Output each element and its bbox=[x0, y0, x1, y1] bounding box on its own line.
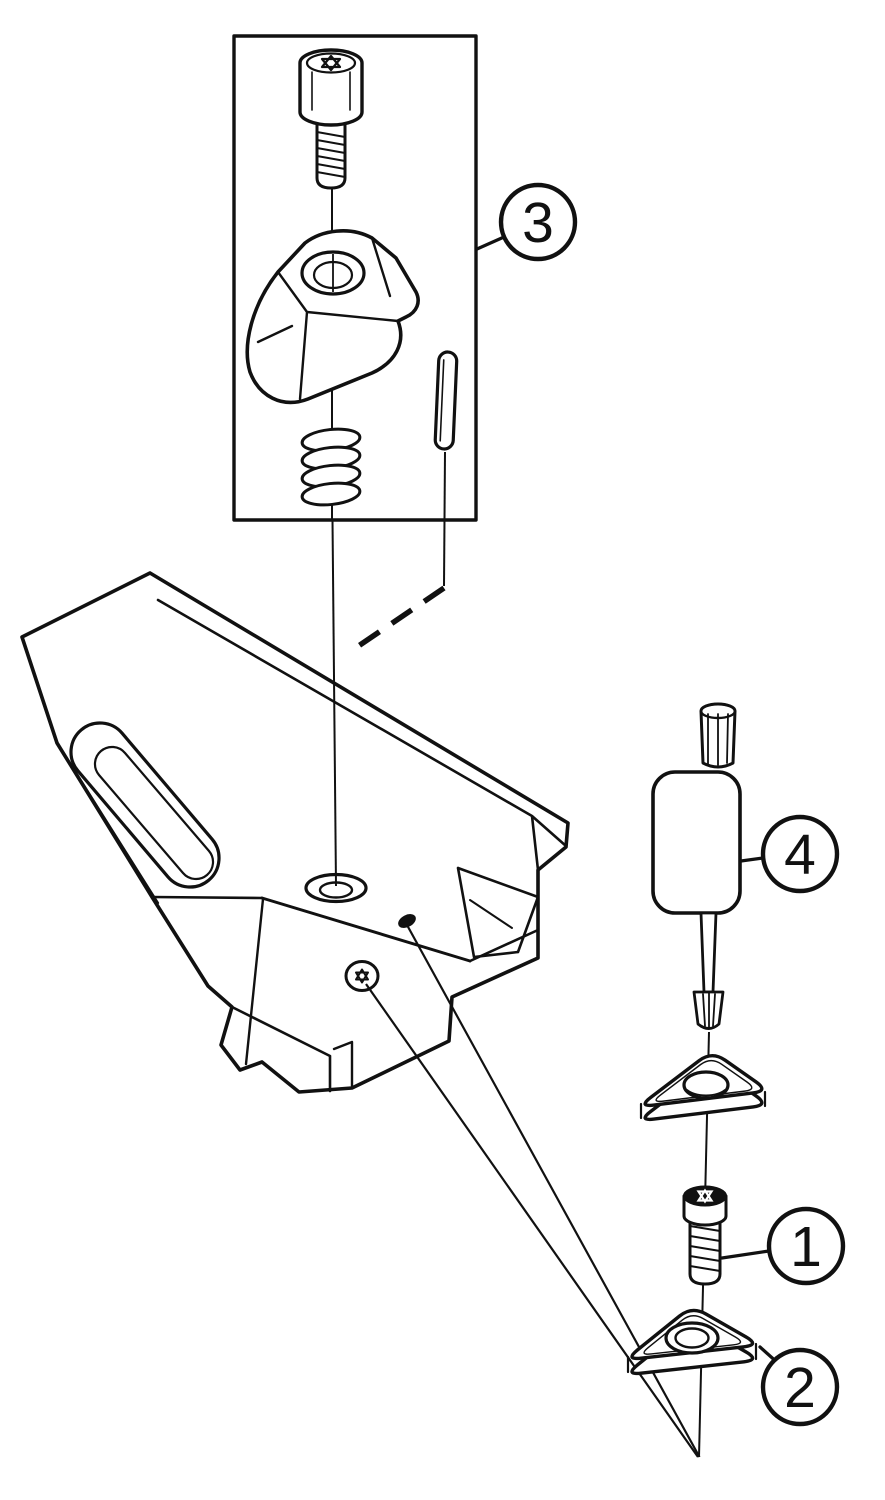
key-handle bbox=[651, 770, 742, 915]
torx-tip-lower bbox=[692, 990, 725, 1030]
insert-hole bbox=[682, 1070, 730, 1100]
callout-3: 3 bbox=[475, 182, 578, 262]
callout-2: 2 bbox=[758, 1345, 840, 1427]
torx-socket-icon bbox=[696, 1188, 714, 1204]
callout-2-label: 2 bbox=[784, 1356, 816, 1420]
callout-1: 1 bbox=[720, 1206, 846, 1286]
clamp-pin bbox=[433, 350, 459, 451]
clamp-spring bbox=[300, 427, 362, 507]
insert-screw bbox=[682, 1185, 728, 1286]
clamp-stack-centerline-lower bbox=[331, 519, 337, 887]
pin-dashed-leader bbox=[352, 585, 446, 652]
insert-pocket bbox=[456, 866, 540, 959]
key-shaft bbox=[692, 911, 725, 1030]
callout-4-label: 4 bbox=[784, 823, 816, 887]
callout-2-leader bbox=[758, 1345, 777, 1362]
clamp bbox=[245, 229, 420, 405]
callout-1-leader bbox=[720, 1249, 771, 1260]
callout-4-circle bbox=[760, 814, 840, 894]
torx-socket-icon bbox=[320, 54, 342, 72]
clamp-unit-box bbox=[232, 34, 478, 522]
clamp-screw bbox=[298, 48, 364, 190]
cutting-insert bbox=[639, 1054, 767, 1122]
clamp-screw-hole bbox=[300, 250, 366, 296]
callout-3-circle bbox=[498, 182, 578, 262]
callout-4: 4 bbox=[739, 814, 840, 894]
callout-4-leader bbox=[739, 856, 765, 863]
shim bbox=[626, 1308, 758, 1376]
torx-bit-tip bbox=[699, 702, 737, 769]
holder-outline bbox=[20, 571, 570, 1094]
callout-3-label: 3 bbox=[522, 191, 554, 255]
mounting-slot bbox=[69, 721, 221, 889]
callout-1-label: 1 bbox=[790, 1215, 822, 1279]
tool-holder-body bbox=[20, 571, 570, 1094]
callout-2-circle bbox=[760, 1347, 840, 1427]
callout-3-leader bbox=[475, 235, 506, 251]
pin-centerline bbox=[443, 451, 446, 587]
pin-hole bbox=[398, 914, 416, 928]
threaded-hole bbox=[664, 1321, 720, 1355]
clamp-screw-threads bbox=[316, 131, 346, 178]
callout-1-circle bbox=[766, 1206, 846, 1286]
front-torx-screw bbox=[344, 960, 380, 992]
torx-key bbox=[651, 702, 742, 1030]
